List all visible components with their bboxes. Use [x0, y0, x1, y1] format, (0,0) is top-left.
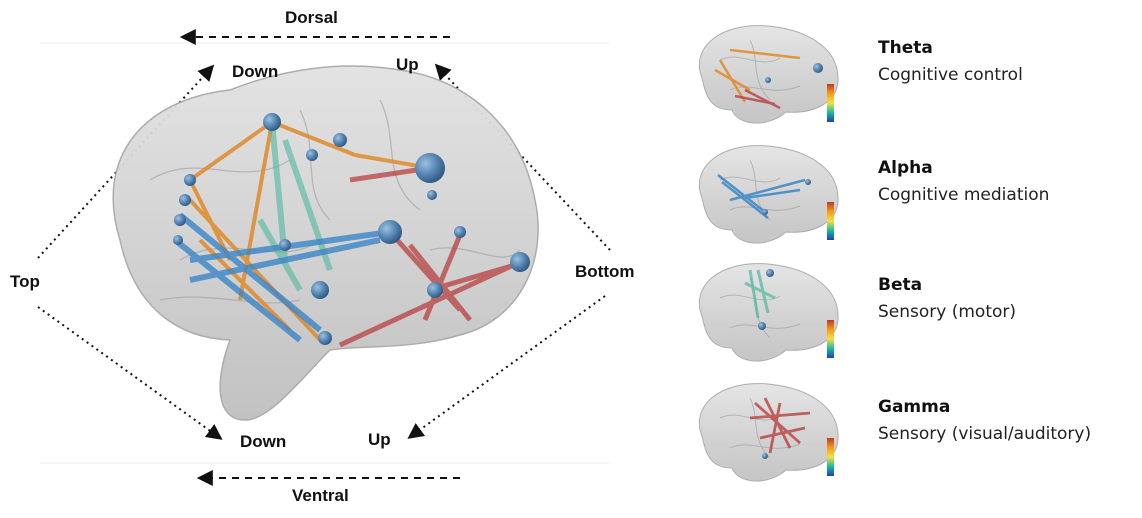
ventral-label: Ventral: [292, 486, 349, 505]
down-lower-label: Down: [240, 432, 287, 451]
band-name-beta: Beta: [878, 275, 923, 295]
band-name-alpha: Alpha: [878, 158, 933, 178]
up-upper-label: Up: [396, 55, 419, 74]
band-name-gamma: Gamma: [878, 397, 951, 417]
band-name-theta: Theta: [878, 38, 933, 58]
alpha-mini-brain: [698, 145, 839, 244]
dorsal-label: Dorsal: [285, 8, 338, 27]
network-nodes: [173, 113, 530, 345]
band-desc-alpha: Cognitive mediation: [878, 185, 1050, 205]
top-down-lower-arrow: [37, 306, 223, 440]
band-desc-beta: Sensory (motor): [878, 302, 1017, 322]
bottom-label: Bottom: [575, 262, 635, 281]
up-lower-label: Up: [368, 430, 391, 449]
band-desc-gamma: Sensory (visual/auditory): [878, 424, 1092, 444]
top-down-upper-arrow: [37, 64, 215, 259]
bottom-up-lower-arrow: [407, 295, 606, 439]
gamma-mini-brain: [698, 383, 839, 482]
top-label: Top: [10, 272, 40, 291]
theta-mini-brain: [698, 25, 839, 124]
band-desc-theta: Cognitive control: [878, 65, 1023, 85]
down-upper-label: Down: [232, 62, 279, 81]
beta-mini-brain: [698, 263, 839, 362]
beta-edges: [257, 121, 333, 292]
